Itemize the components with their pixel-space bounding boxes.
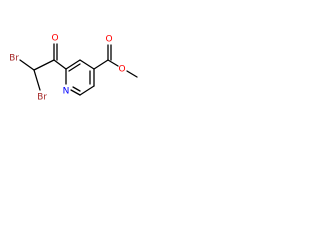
bonds (19, 43, 138, 96)
atom-o-carbonyl: O (105, 35, 112, 45)
bond-o-methyl (126, 70, 138, 78)
atom-labels: Br Br O N O O (9, 34, 125, 103)
bond-ring-c6-n-inner (72, 86, 81, 92)
atom-o-ester: O (118, 65, 125, 75)
bond-ring-c3-c4 (79, 59, 95, 70)
bond-br1-c (19, 59, 35, 71)
bond-c4-ester (93, 59, 109, 70)
atom-o-ketone: O (51, 34, 58, 44)
bond-ring-c5-c6 (79, 85, 95, 96)
bond-ring-c2-c3 (65, 59, 81, 70)
molecule-diagram: Br Br O N O O (0, 0, 152, 152)
bond-ring-c6-n (70, 89, 81, 96)
bond-br2-c (33, 69, 41, 91)
atom-br-top: Br (9, 54, 19, 64)
structure-svg: Br Br O N O O (9, 34, 138, 103)
bond-c-ketone (33, 59, 55, 71)
atom-br-bottom: Br (37, 93, 47, 103)
bond-ester-o-single (107, 59, 119, 67)
bond-ketone-ring (53, 59, 67, 70)
bond-ring-c2-c3-inner (68, 63, 81, 72)
atom-n-pyridine: N (63, 87, 70, 97)
